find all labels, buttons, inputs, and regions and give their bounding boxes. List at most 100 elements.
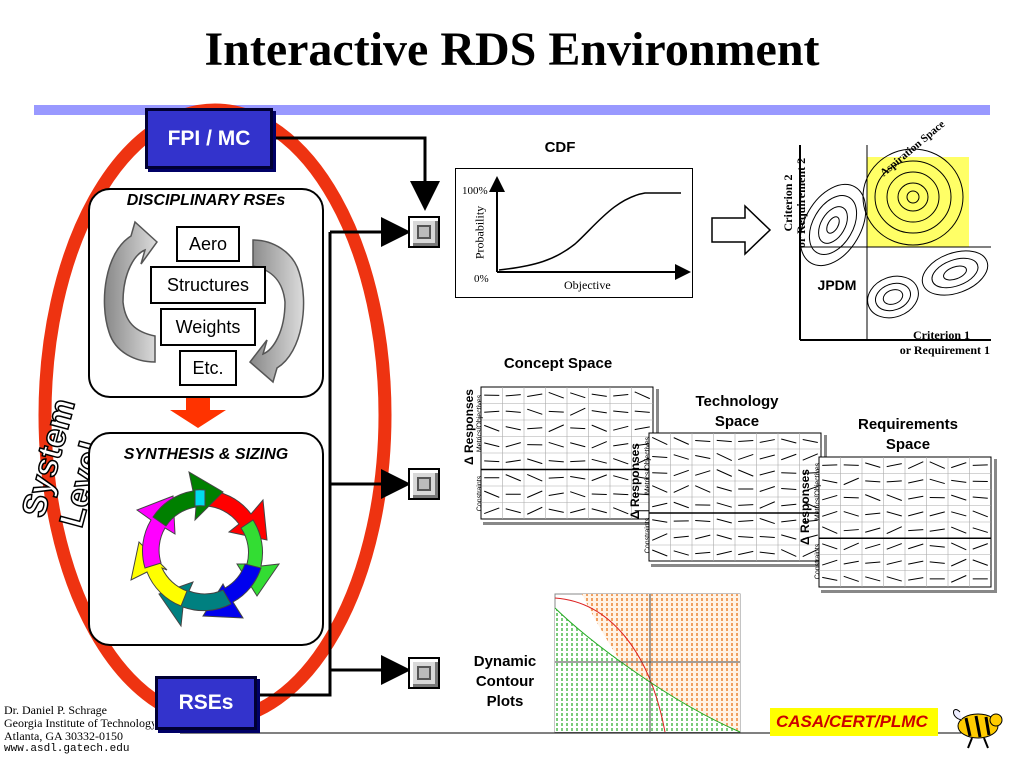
sensitivity-tick [484, 442, 500, 448]
sensitivity-tick [527, 490, 543, 498]
concept-constraints-label: Constraints [476, 475, 484, 512]
sensitivity-tick [548, 424, 564, 433]
concept-space-title: Concept Space [503, 355, 613, 372]
cdf-plot [489, 176, 691, 280]
sensitivity-tick [591, 424, 607, 432]
sensitivity-tick [822, 494, 838, 501]
sensitivity-tick [716, 469, 732, 477]
sensitivity-tick [484, 460, 500, 463]
contour-green-line [554, 607, 741, 733]
cdf-x-label: Objective [564, 278, 611, 292]
sensitivity-tick [591, 393, 607, 397]
sensitivity-tick [822, 559, 838, 566]
sensitivity-tick [716, 502, 732, 508]
sensitivity-tick [695, 534, 711, 540]
sensitivity-tick [886, 576, 902, 582]
sensitivity-tick [972, 496, 988, 499]
sensitivity-tick [716, 453, 732, 461]
sensitivity-tick [505, 474, 521, 482]
sensitivity-tick [951, 494, 967, 501]
sensitivity-tick [781, 438, 797, 444]
sensitivity-tick [673, 485, 689, 493]
concept-metrics-label: Metrics/Objectives [476, 394, 484, 453]
sensitivity-tick [634, 426, 650, 431]
sensitivity-tick [570, 407, 586, 416]
contour-right [921, 250, 989, 296]
jpdm-x-label: Criterion 1 or Requirement 1 [868, 328, 990, 358]
sensitivity-tick [802, 501, 818, 509]
sensitivity-tick [548, 441, 564, 448]
sensitivity-tick [781, 534, 797, 540]
dynamic-contour-plot [554, 593, 741, 733]
contour-aspiration [862, 148, 964, 246]
cycle-arrows-graphic [103, 220, 305, 384]
technology-constraints-label: Constraints [644, 517, 652, 554]
sensitivity-tick [843, 496, 859, 499]
sensitivity-tick [843, 477, 859, 486]
requirements-responses-label: Δ Responses [798, 469, 812, 545]
sensitivity-tick [951, 558, 967, 567]
cdf-frame [455, 168, 693, 298]
sensitivity-tick [929, 561, 945, 564]
sensitivity-tick [802, 439, 818, 443]
sensitivity-tick [802, 453, 818, 461]
synthesis-label: SYNTHESIS & SIZING [123, 446, 289, 463]
technology-metrics-label: Metrics/Objectives [644, 436, 652, 495]
sensitivity-tick [652, 455, 668, 459]
sensitivity-tick [548, 410, 564, 413]
footer-line-1: Dr. Daniel P. Schrage [4, 703, 107, 717]
sensitivity-tick [570, 491, 586, 498]
cdf-title: CDF [544, 139, 576, 156]
sensitivity-tick [634, 475, 650, 480]
sensitivity-tick [484, 490, 500, 498]
sensitivity-tick [865, 527, 881, 533]
sensitivity-tick [908, 529, 924, 532]
sensitivity-tick [570, 392, 586, 399]
casa-logo-backdrop [770, 708, 938, 736]
technology-space-matrix [648, 432, 824, 564]
sensitivity-tick [781, 472, 797, 474]
sensitivity-tick [908, 495, 924, 500]
sensitivity-tick [781, 453, 797, 461]
rds-interface-button-top[interactable] [408, 216, 440, 248]
sensitivity-tick [908, 479, 924, 484]
sensitivity-tick [613, 493, 629, 496]
jpdm-y-label: Criterion 2 or Requirement 2 [781, 138, 808, 268]
sensitivity-tick [886, 511, 902, 517]
sensitivity-tick [505, 442, 521, 448]
cycle-arrow-right [248, 239, 305, 384]
sensitivity-tick [570, 427, 586, 430]
sensitivity-tick [865, 494, 881, 502]
sensitivity-tick [652, 519, 668, 523]
sensitivity-tick [951, 542, 967, 551]
rds-interface-button-middle[interactable] [408, 468, 440, 500]
sensitivity-tick [505, 394, 521, 397]
fpi-mc-box: FPI / MC [145, 108, 273, 169]
sensitivity-tick [886, 526, 902, 535]
sensitivity-tick [695, 551, 711, 555]
sensitivity-tick [484, 507, 500, 515]
sensitivity-tick [548, 460, 564, 463]
concept-space-matrix [480, 386, 656, 522]
sensitivity-tick [548, 492, 564, 497]
sensitivity-tick [865, 576, 881, 582]
sensitivity-tick [505, 459, 521, 463]
sensitivity-tick [613, 443, 629, 447]
requirements-space-matrix [818, 456, 994, 590]
sensitivity-tick [951, 575, 967, 583]
rds-interface-button-bottom[interactable] [408, 657, 440, 689]
sensitivity-tick [972, 527, 988, 533]
matrix-grid [818, 456, 992, 588]
sensitivity-tick [865, 480, 881, 483]
sensitivity-tick [716, 534, 732, 540]
sensitivity-tick [802, 485, 818, 493]
cdf-y-bottom: 0% [474, 273, 489, 285]
sensitivity-tick [951, 526, 967, 534]
contour-orange-region [582, 594, 740, 732]
sensitivity-tick [695, 440, 711, 442]
sensitivity-tick [591, 410, 607, 414]
sensitivity-tick [886, 543, 902, 550]
sensitivity-tick [738, 440, 754, 442]
sensitivity-tick [505, 508, 521, 514]
requirements-constraints-label: Constraints [814, 543, 822, 580]
